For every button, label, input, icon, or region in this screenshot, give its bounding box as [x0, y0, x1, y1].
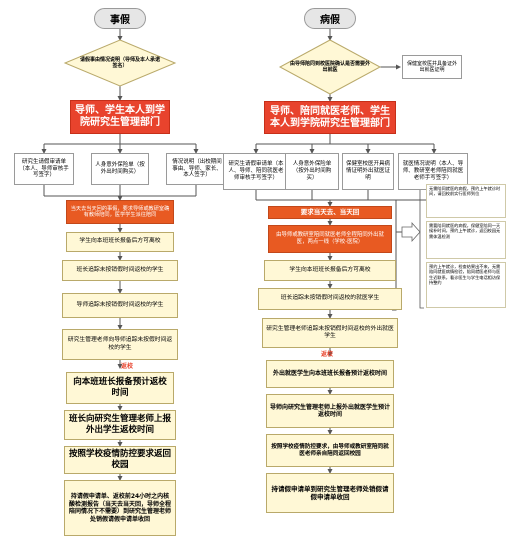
right-after-1: 外出就医学生向本班班长报备预计返校时间	[266, 360, 394, 388]
left-diamond: 请假事由情况说明（导师及本人承诺签名）	[79, 56, 160, 70]
left-step-3: 导师追踪未按销假时间返校的学生	[62, 293, 178, 318]
right-doc-2: 人身意外保险单（按外出时间购买）	[285, 153, 339, 190]
arrow-right-icon	[401, 221, 421, 243]
right-doc-1: 研究生请假审请单（本人、导师、陪同就医老师审核手写签字）	[223, 153, 289, 190]
right-step-2: 班长追踪未按销假时间返校的就医学生	[258, 288, 402, 310]
left-doc-1: 研究生请假审请单（本人、导师审核手写签字）	[14, 153, 74, 185]
right-title: 病假	[304, 8, 356, 29]
left-after-3: 按照学校疫情防控要求返回校园	[64, 446, 176, 474]
right-side-note-3: 预约上午就诊，检查结果出不来，无需陪同就医病情检验，陪同就医老师与医生近联系，看…	[426, 262, 506, 308]
left-title: 事假	[94, 8, 146, 29]
right-step-1: 学生向本班班长报备后方可离校	[264, 260, 396, 281]
right-after-4: 持请假申请单到研究生管理老师处销假请假申请单收回	[266, 473, 394, 513]
right-after-3: 按照学校疫情防控要求，由导师或教研室陪同就医老师亲自陪同返回校园	[266, 434, 394, 467]
left-after-2: 班长向研究生管理老师上报外出学生返校时间	[64, 410, 176, 440]
right-diamond: 由导师陪同到校医院确认是否需要外出就医	[290, 60, 371, 74]
right-side-note-2: 需要陪同就医的病假，保健室陪同一天候补时间，预约上午就诊，返回校园无需体温检测	[426, 221, 506, 259]
right-side-note-1: 无需陪同就医的病假，预约上午就诊时间，请回校前实行医师到位	[426, 184, 506, 218]
left-doc-3: 情况说明（出校期间事由、导师、家长、本人签字）	[166, 153, 228, 185]
left-step-1: 学生向本班班长报备后方可离校	[66, 232, 174, 252]
right-orange-box-2: 由导师或教研室陪同就医老师全程陪同外出就医，两点一线（学校-医院）	[268, 225, 392, 253]
right-step-3: 研究生管理老师追踪未按销假时间返校的外出就医学生	[262, 318, 398, 348]
left-after-1: 向本班班长报备预计返校时间	[66, 372, 174, 404]
left-return-label: 返校	[121, 363, 134, 370]
right-red-box: 导师、陪同就医老师、学生本人到学院研究生管理部门	[264, 101, 396, 134]
right-doc-3: 保健室校医开具病情证明外出就医证明	[342, 153, 394, 190]
left-doc-2: 人身意外保险单（按外出时间购买）	[91, 153, 149, 185]
left-after-4: 持请假申请单、返校前24小时之内核酸检测报告（当天去当天回，导师全程陪同情况下不…	[64, 480, 176, 536]
left-orange-box: 当天去当天回的事假，要求导师或教研室确有教师陪同，医学学生派往陪同	[66, 200, 174, 224]
left-step-2: 班长追踪未按销假时间返校的学生	[62, 260, 178, 281]
right-return-label: 返校	[321, 351, 334, 358]
right-orange-box-1: 要求当天去、当天回	[268, 206, 392, 219]
left-red-box: 导师、学生本人到学院研究生管理部门	[70, 100, 170, 134]
right-doc-4: 就医情况说明（本人、导师、教研室老师陪同就医老师手写签字）	[398, 153, 468, 190]
right-after-2: 导师向研究生管理老师上报外出就医学生预计返校时间	[266, 394, 394, 428]
right-diamond-side: 保健室校医并具备证外出就医证明	[402, 55, 462, 79]
left-step-4: 研究生管理老师向导师追踪未按假时间返校的学生	[62, 329, 178, 360]
